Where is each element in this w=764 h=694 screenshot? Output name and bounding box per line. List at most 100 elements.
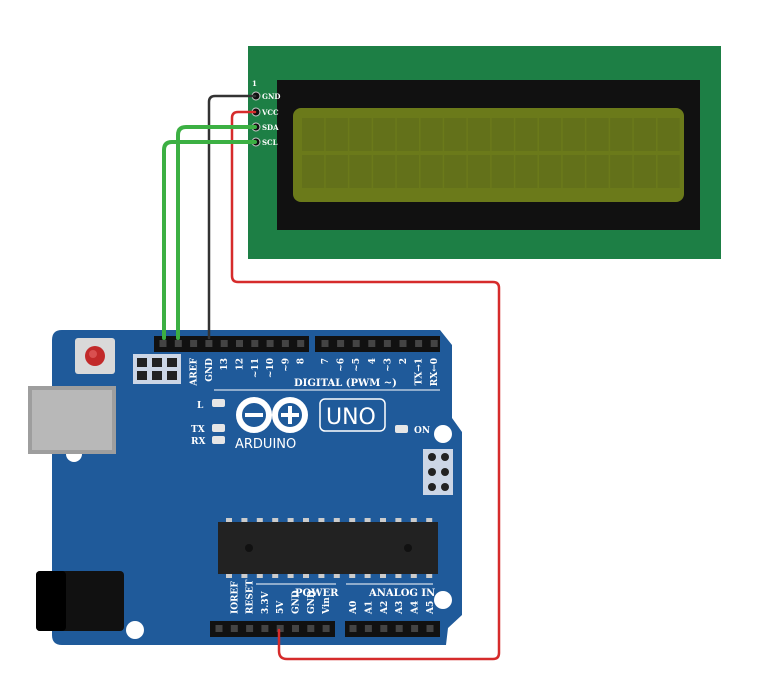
chip-leg [318,518,325,522]
header-pin[interactable] [190,340,198,347]
icsp-pin [167,371,177,380]
chip-leg [287,518,294,522]
power-pin-label: 3.3V [261,590,271,614]
digital-pin-label: ~11 [251,358,261,378]
icsp-header-pins [137,358,177,380]
lcd-char-cell [396,118,419,151]
header-pin[interactable] [159,340,167,347]
lcd-char-cell [325,118,348,151]
chip-leg [349,574,356,578]
led-l [212,399,225,407]
icsp-pin [137,358,147,367]
chip-leg [333,518,340,522]
header-pin[interactable] [297,340,305,347]
digital-pin-label: ~6 [337,358,347,372]
header-pin[interactable] [352,340,360,347]
header-pin[interactable] [215,625,223,632]
chip-leg [272,518,279,522]
lcd-char-cell [491,118,514,151]
analog-pin-label: A4 [411,601,421,615]
power-pin-label: Vin [322,597,332,615]
header-pin[interactable] [368,340,376,347]
header-pin[interactable] [321,340,329,347]
model-name: UNO [326,405,376,430]
header-pin[interactable] [399,340,407,347]
chip-dot [404,544,412,552]
digital-pin-label: 12 [236,358,246,371]
header-pin[interactable] [322,625,330,632]
header-pin[interactable] [292,625,299,632]
lcd-char-cell [491,155,514,188]
header-pin[interactable] [236,340,243,347]
chip-leg [380,574,386,578]
arduino-logo: ARDUINO [235,397,308,452]
lcd-char-cell [444,155,467,188]
chip-leg [333,574,340,578]
chip-leg [426,518,433,522]
lcd-char-cell [586,155,609,188]
header-pin[interactable] [205,340,213,347]
header-pin[interactable] [174,340,182,347]
led-tx [212,424,225,432]
power-pin-label: 5V [276,600,286,614]
chip-leg [241,518,248,522]
lcd-char-cell [515,118,538,151]
header-pin[interactable] [281,340,289,347]
header-pin[interactable] [426,625,434,632]
header-pin[interactable] [395,625,403,632]
digital-pin-label: ~9 [281,358,291,372]
header-pin[interactable] [307,625,315,632]
header-pin[interactable] [266,340,274,347]
header-pin[interactable] [415,340,423,347]
icsp2-pin [441,483,449,491]
lcd-pin1-label: 1 [252,79,257,88]
icsp2-pin [441,453,449,461]
lcd-char-cell [420,118,443,151]
chip-leg [256,518,263,522]
lcd-char-cell [610,118,633,151]
lcd-pin-label: SCL [262,138,278,147]
header-pin[interactable] [220,340,228,347]
header-pin[interactable] [230,625,238,632]
usb-connector-inner [32,390,112,450]
header-pin[interactable] [276,625,284,632]
lcd-char-cell [396,155,419,188]
header-pin[interactable] [246,625,254,632]
header-pin[interactable] [364,625,372,632]
header-pin[interactable] [349,625,357,632]
wires [162,94,501,661]
mount-hole [434,425,452,443]
header-pin[interactable] [337,340,345,347]
mount-hole [434,591,452,609]
digital-pin-label: AREF [190,357,200,386]
icsp-pin [152,371,162,380]
lcd-pin-label: SDA [262,123,279,132]
led-label-tx: TX [191,425,205,435]
lcd-pin-label: VCC [261,108,279,117]
chip-leg [303,518,309,522]
lcd-char-cell [349,118,372,151]
lcd-char-cell [562,155,585,188]
header-pin[interactable] [383,340,391,347]
digital-pin-label: 7 [321,358,331,364]
power-pin-label: GND [307,590,317,614]
lcd-char-cell [562,118,585,151]
header-pin[interactable] [261,625,269,632]
header-pin[interactable] [411,625,419,632]
icsp-pin [152,358,162,367]
power-pin-label: IOREF [230,581,240,614]
uno-badge [319,398,386,432]
digital-label: DIGITAL (PWM ~) [294,378,397,389]
lcd-char-cell [586,118,609,151]
mount-hole [126,621,144,639]
atmega-chip [218,522,438,574]
icsp2-pin [441,468,449,476]
digital-pin-label: ~10 [266,358,276,378]
header-pin[interactable] [380,625,388,632]
minus-icon [245,413,263,417]
header-pin[interactable] [430,340,438,347]
header-pin[interactable] [251,340,259,347]
lcd-character-grid [302,118,680,188]
